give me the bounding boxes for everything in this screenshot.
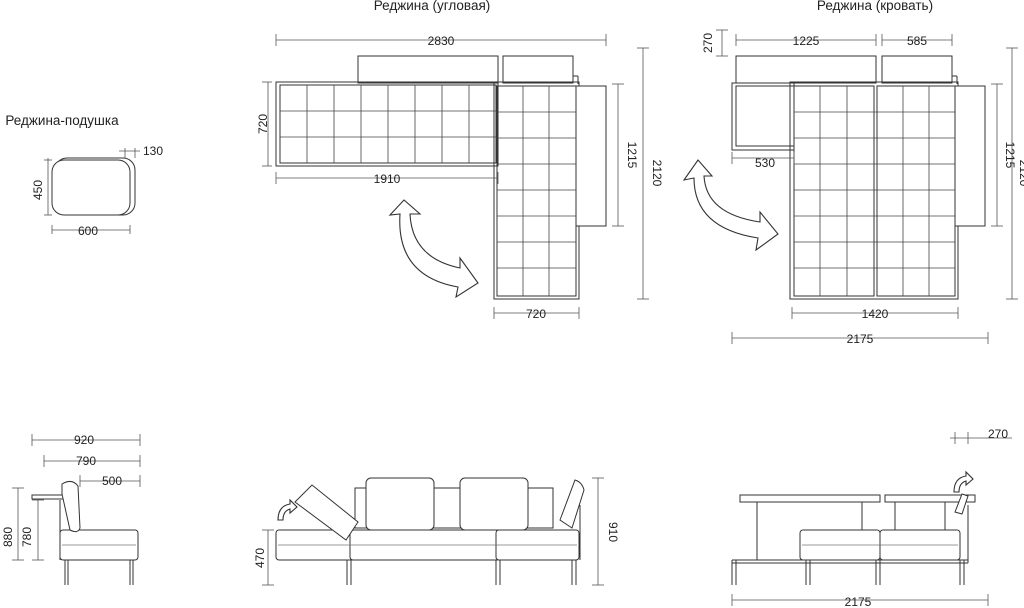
pillow-height-label: 450 <box>31 180 45 200</box>
front-seat-height-label: 470 <box>253 548 267 568</box>
bed-front-total-width-label: 2175 <box>845 595 872 608</box>
bed-right-back-label: 585 <box>907 34 927 48</box>
corner-total-depth-label: 2120 <box>650 160 664 187</box>
side-seat-label: 500 <box>102 474 122 488</box>
title-corner: Реджина (угловая) <box>374 0 491 13</box>
bed-front-back-depth-label: 270 <box>988 427 1008 441</box>
bed-back-depth-label: 270 <box>701 33 715 53</box>
pillow-thickness-label: 130 <box>143 144 163 158</box>
bed-total-width-label: 2175 <box>847 332 874 346</box>
pillow-plan <box>44 148 140 234</box>
corner-long-part-label: 1910 <box>374 172 401 186</box>
title-pillow: Реджина-подушка <box>5 113 119 128</box>
bed-left-back-label: 1225 <box>793 34 820 48</box>
bed-front-view <box>731 432 1012 606</box>
bed-plan <box>682 29 1018 344</box>
front-view <box>262 477 604 586</box>
side-height-total-label: 880 <box>1 527 15 547</box>
bed-mid-depth-label: 1215 <box>1003 142 1017 169</box>
pillow-width-label: 600 <box>78 224 98 238</box>
corner-chaise-width-label: 720 <box>526 307 546 321</box>
side-mid-label: 790 <box>76 454 96 468</box>
corner-chaise-part-label: 1215 <box>625 142 639 169</box>
bed-arm-label: 530 <box>755 156 775 170</box>
bed-seat-width-label: 1420 <box>862 307 889 321</box>
bed-total-depth-label: 2120 <box>1017 160 1024 187</box>
side-height-back-label: 780 <box>20 527 34 547</box>
corner-total-width-label: 2830 <box>428 34 455 48</box>
side-view <box>12 434 141 585</box>
corner-sofa-plan <box>262 34 649 319</box>
front-total-height-label: 910 <box>606 522 620 542</box>
title-bed: Реджина (кровать) <box>817 0 933 13</box>
corner-depth-label: 720 <box>256 114 270 134</box>
side-overall-label: 920 <box>74 433 94 447</box>
